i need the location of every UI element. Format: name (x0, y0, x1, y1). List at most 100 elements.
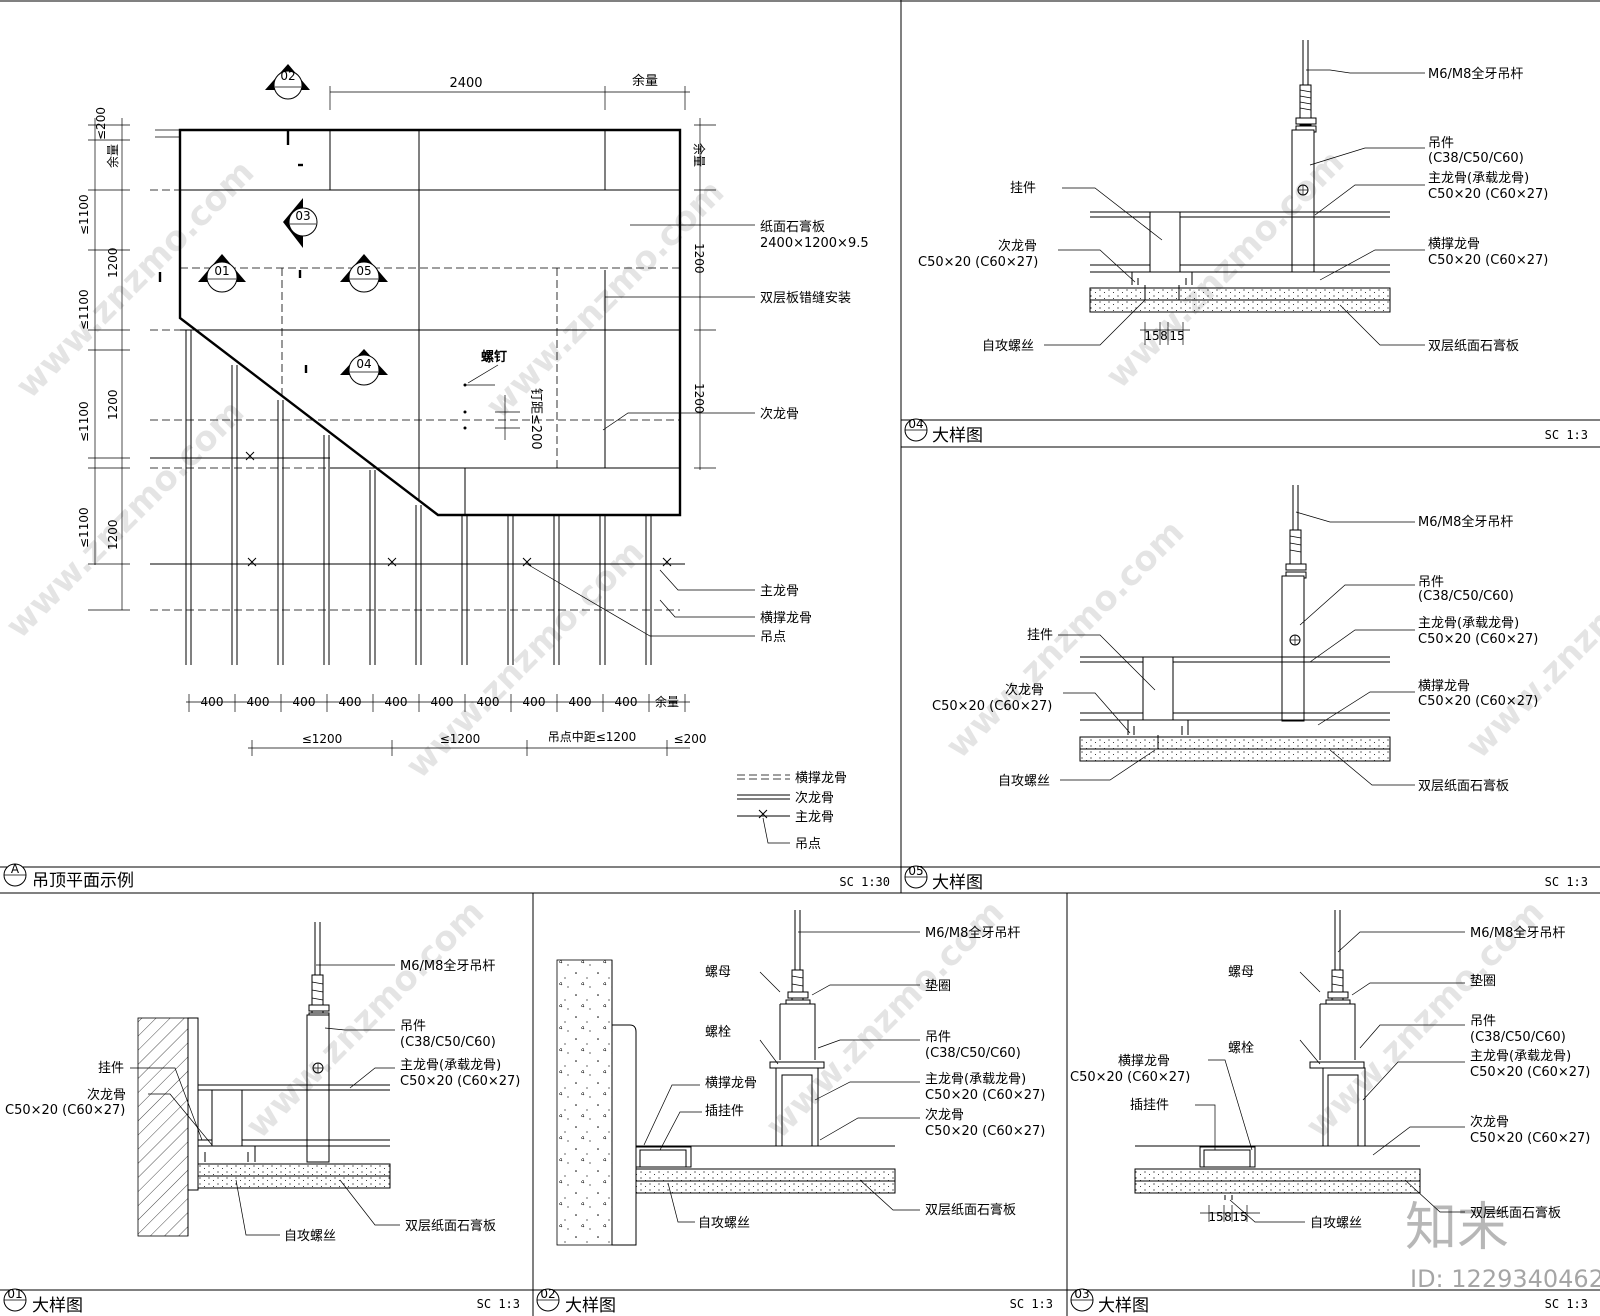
title-num: A (11, 862, 20, 876)
secondary-joists (185, 330, 652, 665)
section-marker-01: 01 (158, 254, 246, 293)
dim-b1-8: 400 (569, 695, 592, 709)
legend-secondary: 次龙骨 (795, 790, 834, 806)
d02-hanger-spec: (C38/C50/C60) (925, 1046, 1021, 1061)
d05-hanger: 吊件 (1418, 575, 1444, 590)
section-marker-04: 04 (304, 349, 388, 386)
marker-label: 02 (280, 69, 295, 83)
d05-cross: 横撑龙骨 (1418, 679, 1470, 694)
d01-rod: M6/M8全牙吊杆 (400, 958, 495, 974)
dim-b1-1: 400 (247, 695, 270, 709)
detail-03: 15 8 15 M6/M8全牙吊杆 螺母 垫圈 螺栓 吊件 (C38/C50/C… (1070, 910, 1590, 1231)
title-bar-plan: A 吊顶平面示例 SC 1:30 (3, 862, 890, 891)
d05-board: 双层纸面石膏板 (1418, 778, 1509, 794)
d03-hanger: 吊件 (1470, 1014, 1496, 1029)
d03-rod: M6/M8全牙吊杆 (1470, 925, 1565, 941)
d03-insert: 插挂件 (1130, 1098, 1169, 1113)
d03-secondary-spec: C50×20 (C60×27) (1470, 1131, 1590, 1146)
d03-nut: 螺母 (1228, 965, 1254, 980)
d04-hanger-spec: (C38/C50/C60) (1428, 151, 1524, 166)
d03-secondary: 次龙骨 (1470, 1114, 1509, 1130)
section-marker-02: 02 (265, 64, 310, 145)
detail-02: M6/M8全牙吊杆 螺母 垫圈 螺栓 吊件 (C38/C50/C60) 主龙骨(… (556, 910, 1045, 1246)
d04-cross: 横撑龙骨 (1428, 237, 1480, 252)
dim-left-1: ≤1100 (77, 194, 91, 235)
d01-hanger-spec: (C38/C50/C60) (400, 1035, 496, 1050)
plan-drawing: 02 03 01 05 04 (77, 64, 869, 852)
dim-b1-3: 400 (339, 695, 362, 709)
dim-left-inner-0: 余量 (105, 144, 120, 168)
legend-main: 主龙骨 (795, 810, 834, 825)
dim-b1-9: 400 (615, 695, 638, 709)
title-text: 大样图 (932, 873, 983, 893)
marker-label: 01 (214, 264, 229, 278)
d01-main-spec: C50×20 (C60×27) (400, 1074, 520, 1089)
d04-main-spec: C50×20 (C60×27) (1428, 187, 1548, 202)
watermark-site-3: www.znzmo.com (0, 392, 252, 646)
d03-cross-spec: C50×20 (C60×27) (1070, 1070, 1190, 1085)
watermark-site-8: www.znzmo.com (238, 892, 492, 1146)
plan-label-board-size: 2400×1200×9.5 (760, 236, 869, 251)
d01-main: 主龙骨(承载龙骨) (400, 1058, 501, 1073)
dim-left-inner-3: 1200 (106, 519, 120, 550)
d01-secondary: 次龙骨 (87, 1087, 126, 1103)
title-text: 吊顶平面示例 (32, 871, 134, 891)
legend-cross: 横撑龙骨 (795, 771, 847, 786)
dim-15b: 15 (1232, 1210, 1247, 1224)
title-text: 大样图 (1098, 1296, 1149, 1316)
d02-main-spec: C50×20 (C60×27) (925, 1088, 1045, 1103)
d05-secondary: 次龙骨 (1005, 682, 1044, 698)
d03-hanger-spec: (C38/C50/C60) (1470, 1030, 1566, 1045)
section-marker-05: 05 (298, 254, 388, 293)
dim-left-inner-2: 1200 (106, 389, 120, 420)
d01-hanger: 吊件 (400, 1019, 426, 1034)
dim-b2-3: ≤200 (674, 732, 707, 746)
watermark-site-6: www.znzmo.com (938, 512, 1192, 766)
brand-logo: 知末 ID: 1229340462 (1405, 1198, 1600, 1293)
d02-secondary: 次龙骨 (925, 1107, 964, 1123)
d04-screw: 自攻螺丝 (982, 339, 1034, 354)
dim-b2-2: 吊点中距≤1200 (548, 729, 637, 744)
dim-8: 8 (1160, 329, 1168, 343)
d02-bolt: 螺栓 (705, 1025, 731, 1040)
plan-label-secondary: 次龙骨 (760, 406, 799, 422)
dim-right-1: 1200 (692, 243, 706, 274)
dim-margin-top: 余量 (632, 73, 658, 89)
title-bar-03: 03 大样图 SC 1:3 (1070, 1287, 1588, 1316)
dim-b1-6: 400 (477, 695, 500, 709)
d03-bolt: 螺栓 (1228, 1041, 1254, 1056)
dim-15a: 15 (1208, 1210, 1223, 1224)
d01-clip: 挂件 (98, 1061, 124, 1076)
id-text: ID: 1229340462 (1410, 1265, 1600, 1293)
title-scale: SC 1:3 (1010, 1297, 1053, 1311)
d03-main: 主龙骨(承载龙骨) (1470, 1049, 1571, 1064)
d03-washer: 垫圈 (1470, 973, 1496, 989)
d05-cross-spec: C50×20 (C60×27) (1418, 694, 1538, 709)
plan-legend: 横撑龙骨 次龙骨 主龙骨 吊点 (737, 771, 847, 852)
dim-right-0: 余量 (692, 143, 707, 167)
d04-clip: 挂件 (1010, 181, 1036, 196)
d02-washer: 垫圈 (925, 978, 951, 994)
d03-main-spec: C50×20 (C60×27) (1470, 1065, 1590, 1080)
detail-01: M6/M8全牙吊杆 吊件 (C38/C50/C60) 主龙骨(承载龙骨) C50… (5, 922, 520, 1244)
screw-label: 螺钉 (481, 349, 507, 365)
dim-left-top: ≤200 (94, 107, 108, 140)
title-num: 03 (1074, 1287, 1089, 1301)
plan-label-cross: 横撑龙骨 (760, 611, 812, 626)
d02-screw: 自攻螺丝 (698, 1216, 750, 1231)
d02-main: 主龙骨(承载龙骨) (925, 1072, 1026, 1087)
title-scale: SC 1:3 (1545, 1297, 1588, 1311)
d05-screw: 自攻螺丝 (998, 774, 1050, 789)
d04-secondary-spec: C50×20 (C60×27) (918, 255, 1038, 270)
dim-2400: 2400 (449, 76, 482, 91)
marker-label: 04 (356, 357, 371, 371)
d01-secondary-spec: C50×20 (C60×27) (5, 1103, 125, 1118)
watermark-site-10: www.znzmo.com (1298, 892, 1552, 1146)
d03-cross: 横撑龙骨 (1118, 1054, 1170, 1069)
detail-05: M6/M8全牙吊杆 吊件 (C38/C50/C60) 主龙骨(承载龙骨) C50… (932, 485, 1538, 794)
dim-15b: 15 (1169, 329, 1184, 343)
title-num: 01 (7, 1287, 22, 1301)
d05-clip: 挂件 (1027, 628, 1053, 643)
dim-left-3: ≤1100 (77, 401, 91, 442)
